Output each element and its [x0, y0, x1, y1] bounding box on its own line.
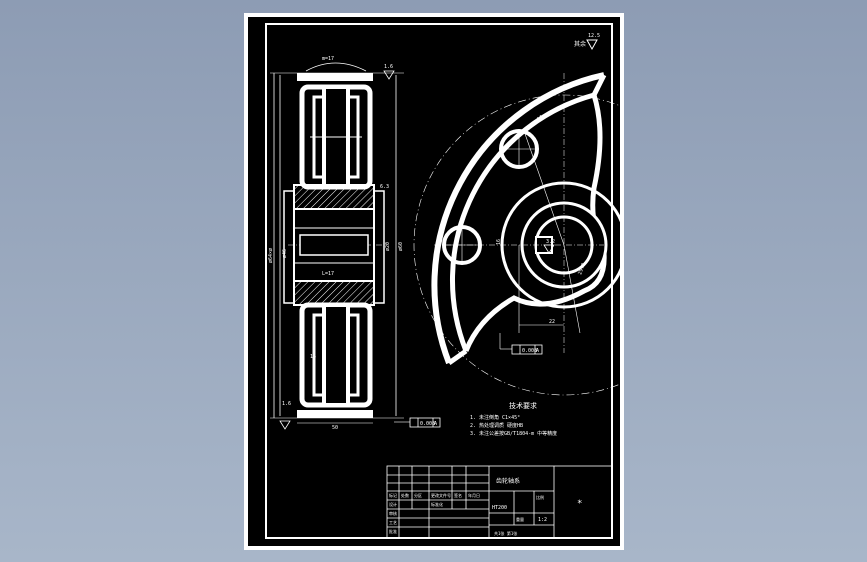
- note-1: 1. 未注倒角 C1×45°: [470, 414, 520, 421]
- title-company: *: [577, 499, 582, 509]
- tb-cell-3: 更改文件号: [431, 492, 451, 498]
- dim-hub-width: L=17: [322, 271, 334, 277]
- title-sheet: 共1张 第1张: [494, 530, 517, 536]
- roughness-icon: [279, 420, 291, 430]
- tb-cell-2: 分区: [414, 492, 422, 498]
- gdt-bottom-value: 0.008: [420, 421, 435, 427]
- tb-cell-11: 重量: [516, 516, 524, 522]
- dim-keyway-h: 16: [496, 239, 502, 245]
- tb-cell-6: 设计: [389, 501, 397, 507]
- dim-bottom-width: 50: [332, 425, 338, 431]
- tb-cell-0: 标记: [389, 492, 397, 498]
- dim-inner-rough: 3.2: [546, 239, 555, 245]
- title-block: [386, 465, 613, 539]
- title-part-name: 齿轮轴系: [496, 477, 520, 485]
- tb-cell-7: 标准化: [431, 501, 443, 507]
- drawing-sheet[interactable]: 其余 12.5: [244, 13, 715, 550]
- gdt-frame-right: [511, 344, 543, 355]
- tb-cell-12: 比例: [536, 494, 544, 500]
- note-2: 2. 热处理调质 硬度HB: [470, 422, 523, 429]
- dim-hub-height: ø46: [282, 249, 288, 258]
- roughness-icon: [543, 244, 555, 254]
- dim-keyway-w: 22: [549, 319, 555, 325]
- tb-cell-5: 年月日: [468, 492, 480, 498]
- tb-cell-9: 工艺: [389, 520, 397, 525]
- dim-hub-rough: 6.3: [380, 184, 389, 190]
- tb-cell-1: 处数: [401, 492, 409, 498]
- dim-top-width: m=17: [322, 56, 334, 62]
- gdt-right-value: 0.008: [522, 348, 537, 354]
- drawing-canvas: 其余 12.5: [244, 13, 715, 550]
- dim-center: ø20: [385, 242, 391, 251]
- tb-cell-10: 批准: [389, 528, 397, 534]
- top-right-symbol: 12.5: [588, 33, 600, 39]
- note-3: 3. 未注公差按GB/T1804-m 中等精度: [470, 430, 557, 437]
- title-material: HT200: [492, 505, 507, 511]
- top-right-note: 其余: [574, 40, 586, 48]
- dim-bottom-rough: 1.6: [282, 401, 291, 407]
- roughness-icon: [383, 70, 395, 80]
- gear-face-view: [413, 72, 715, 396]
- notes-title: 技术要求: [509, 401, 537, 410]
- title-scale: 1:2: [538, 517, 547, 523]
- dim-rib: 16: [310, 354, 316, 360]
- dim-pitch: ø60: [398, 242, 404, 251]
- gdt-frame-bottom: [409, 417, 441, 428]
- tb-cell-8: 审核: [389, 510, 397, 516]
- gdt-right-ref: A: [536, 348, 539, 354]
- dim-keyway-d: 29.2: [577, 262, 587, 275]
- gdt-bottom-ref: A: [434, 421, 437, 427]
- roughness-icon: [586, 39, 598, 51]
- tb-cell-4: 签名: [454, 492, 462, 498]
- dim-overall-dia: ø64×ø: [268, 248, 274, 263]
- gear-section-view: [270, 62, 404, 419]
- dim-top-rough: 1.6: [384, 64, 393, 70]
